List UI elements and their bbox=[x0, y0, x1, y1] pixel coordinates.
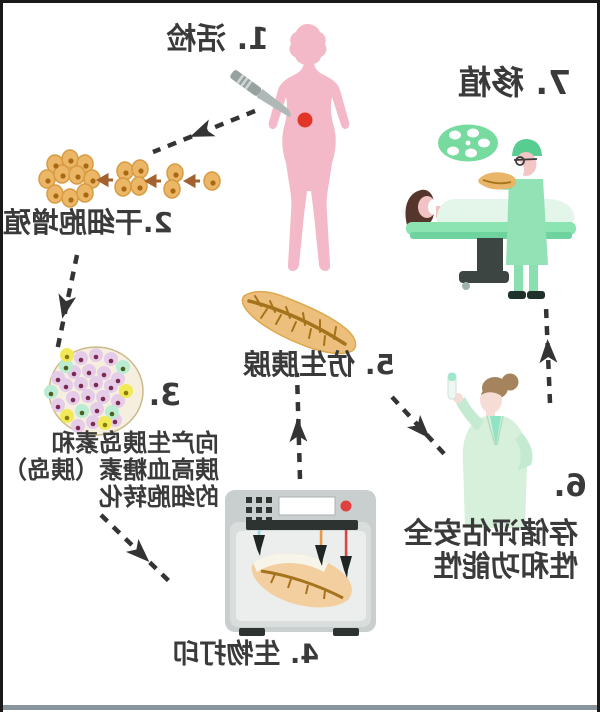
step7-label: 7. 移植 bbox=[458, 63, 571, 102]
surgery-scene-illustration bbox=[402, 124, 576, 299]
patient-figure bbox=[268, 24, 350, 271]
patient-on-table bbox=[402, 189, 575, 227]
step3-line-2: 胰高血糖素（胰岛） bbox=[3, 456, 219, 484]
surgeon-figure bbox=[478, 139, 548, 299]
step3-description: 向产生胰岛素和 胰高血糖素（胰岛） 的细胞转化 bbox=[3, 429, 219, 511]
step6-line-2: 性和功能性 bbox=[432, 549, 578, 583]
step2-label: 2.干细胞增殖 bbox=[2, 206, 173, 239]
scalpel-icon bbox=[230, 70, 291, 117]
scientist-illustration bbox=[447, 372, 533, 528]
surgical-lamp-icon bbox=[438, 124, 498, 162]
printer-display bbox=[278, 496, 336, 516]
bioprinter-illustration bbox=[225, 490, 376, 636]
arrow-step2-to-step3 bbox=[54, 254, 80, 352]
arrow-step3-to-step4 bbox=[99, 513, 175, 587]
step4-label: 4. 生物打印 bbox=[172, 639, 319, 670]
printer-nozzles bbox=[253, 530, 352, 578]
step1-label: 1. 活检 bbox=[166, 22, 269, 57]
step6-description: 存储评估安全 性和功能性 bbox=[388, 516, 578, 583]
proliferation-arrow-icon bbox=[95, 172, 200, 189]
pancreas-illustration bbox=[241, 290, 357, 355]
printer-power-button bbox=[340, 500, 352, 512]
flow-arrows bbox=[54, 108, 558, 587]
illustrations-layer bbox=[38, 24, 576, 636]
printed-pancreas bbox=[251, 553, 352, 608]
step6-number: 6. bbox=[553, 468, 587, 504]
islet-cluster-illustration bbox=[44, 346, 144, 436]
arrow-step4-to-step5 bbox=[289, 372, 308, 480]
biopsy-site-dot bbox=[297, 112, 313, 128]
arrow-step1-to-step2 bbox=[152, 108, 256, 155]
bottom-edge-bar bbox=[3, 705, 597, 710]
arrow-step5-to-step6 bbox=[390, 395, 450, 460]
transplant-pancreas-icon bbox=[478, 172, 517, 190]
stem-cells-illustration bbox=[38, 149, 221, 208]
test-tube-icon bbox=[447, 372, 457, 400]
step3-line-1: 向产生胰岛素和 bbox=[51, 429, 219, 457]
step3-number: 3. bbox=[148, 378, 181, 413]
step6-line-1: 存储评估安全 bbox=[403, 516, 578, 550]
arrow-step6-to-step7 bbox=[539, 306, 558, 404]
step3-line-3: 的细胞转化 bbox=[99, 483, 219, 511]
printer-keypad bbox=[246, 497, 272, 523]
step5-label: 5. 仿生胰腺 bbox=[243, 348, 395, 381]
